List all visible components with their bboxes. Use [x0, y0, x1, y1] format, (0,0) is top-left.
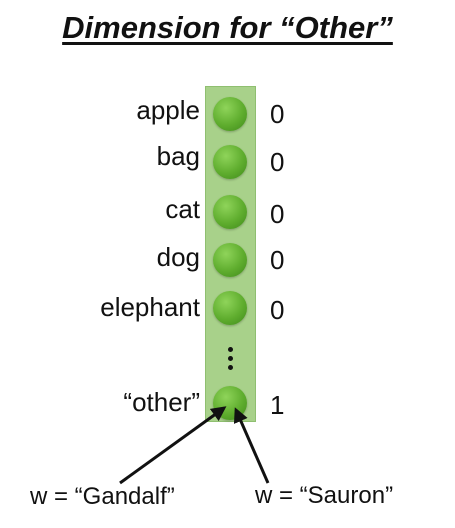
vertical-ellipsis: [228, 347, 234, 374]
neuron-dog: [213, 243, 247, 277]
neuron-bag: [213, 145, 247, 179]
word-label-dog: dog: [156, 242, 200, 272]
value-elephant: 0: [270, 295, 285, 325]
word-label-bag: bag: [156, 141, 200, 171]
word-label-cat: cat: [165, 194, 200, 224]
neuron-cat: [213, 195, 247, 229]
value-cat: 0: [270, 199, 285, 229]
arrow-sauron: [233, 407, 270, 484]
word-label-apple: apple: [136, 95, 200, 125]
diagram-title: Dimension for “Other”: [62, 10, 393, 45]
arrow-gandalf: [119, 406, 227, 485]
neuron-elephant: [213, 291, 247, 325]
value-dog: 0: [270, 245, 285, 275]
word-label-elephant: elephant: [100, 292, 200, 322]
value-other: 1: [270, 390, 285, 420]
neuron-apple: [213, 97, 247, 131]
word-label-other: “other”: [123, 387, 200, 417]
example-gandalf: w = “Gandalf”: [30, 483, 175, 510]
value-apple: 0: [270, 99, 285, 129]
value-bag: 0: [270, 147, 285, 177]
example-sauron: w = “Sauron”: [255, 482, 394, 509]
